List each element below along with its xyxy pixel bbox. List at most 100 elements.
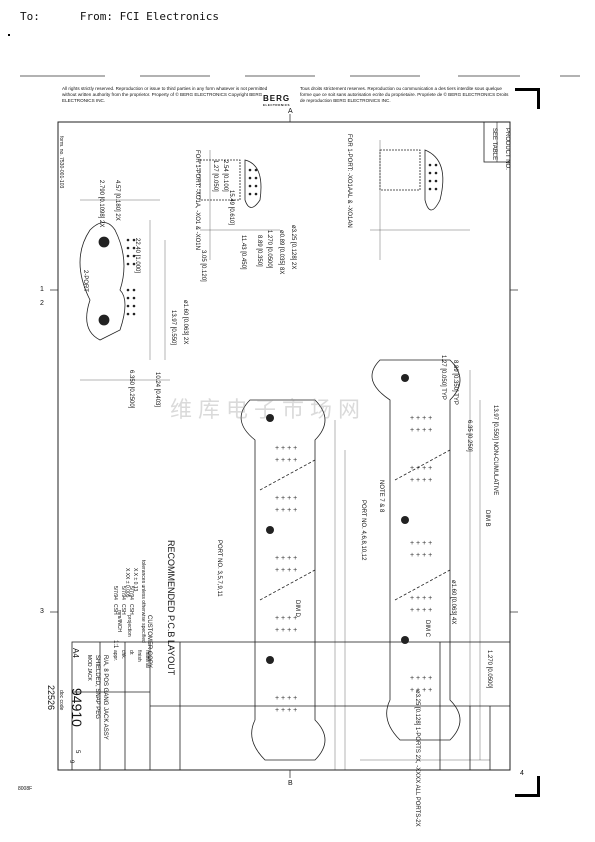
fax-from: From: FCI Electronics: [79, 10, 219, 23]
view-caption-2: FOR 1-PORT: -XO1A, -XO1 & -XO1N: [194, 150, 200, 250]
tb-of: 9: [68, 760, 74, 764]
svg-text:+ + + +: + + + +: [410, 607, 432, 614]
tb-scale: 1:1: [112, 640, 118, 649]
dim-20: 6.35 [0.250]: [466, 420, 472, 452]
dim-2: 2.54 [0.100]: [222, 160, 228, 192]
dim-22: ø1.60 [0.063] 4X: [450, 580, 456, 625]
tb-projection: projection: [126, 615, 132, 637]
corner-mark-bottom: [515, 776, 540, 797]
tb-sheet: 5: [74, 750, 80, 754]
dim-21: 1.270 [0.0500]: [486, 650, 492, 689]
bottom-code: 8008F: [18, 786, 33, 792]
tb-size: A4: [71, 648, 80, 658]
tb-row-appr: appr.: [112, 650, 118, 662]
dim-1: 1.27 [0.050]: [212, 160, 218, 192]
tb-initials-1: CSH: [128, 604, 134, 615]
svg-text:+ + + +: + + + +: [275, 627, 297, 634]
dim-26: NOTE 7 & 8: [378, 480, 384, 513]
svg-text:+ + + +: + + + +: [275, 495, 297, 502]
grid-col-1: 1: [40, 286, 44, 293]
tb-product-family: MOD JACK: [86, 655, 92, 681]
dim-13: ø1.60 [0.063] 2X: [182, 300, 188, 345]
dim-27: ø3.25 [0.128] 1-PORTS 2X, -XXXX ALL PORT…: [414, 690, 420, 827]
svg-text:+ + + +: + + + +: [275, 567, 297, 574]
grid-row-a: A: [288, 108, 293, 115]
tb-tolerance-label: tolerances unless otherwise specified: [140, 560, 146, 643]
product-no-value: SEE TABLE: [491, 128, 497, 161]
tb-date-1: 5/7/94: [128, 586, 134, 600]
product-no-label: PRODUCT NO.: [504, 128, 510, 170]
tb-desc1: R/A, 8 POS GANG JACK ASSY: [102, 655, 108, 740]
view-2port: [79, 222, 126, 341]
svg-text:+ + + +: + + + +: [275, 615, 297, 622]
svg-text:+ + + +: + + + +: [410, 415, 432, 422]
tb-row-chk: chk.: [120, 650, 126, 660]
dim-7: 15.49 [0.610]: [228, 190, 234, 226]
copyright-fr: Tous droits strictement reserves. Reprod…: [300, 86, 509, 103]
dim-16: 3.05 [0.120]: [200, 250, 206, 282]
dim-14: 6.350 [0.2500]: [128, 370, 134, 409]
svg-text:+ + + +: + + + +: [275, 457, 297, 464]
grid-col-2: 2: [40, 300, 44, 307]
svg-text:+ + + +: + + + +: [410, 675, 432, 682]
dim-10: 2.790 [0.1098] 2X: [98, 180, 104, 228]
svg-text:+ + + +: + + + +: [275, 445, 297, 452]
svg-text:+ + + +: + + + +: [275, 707, 297, 714]
svg-text:+ + + +: + + + +: [410, 552, 432, 559]
dim-25: DIM D: [294, 600, 300, 617]
dim-15: 10.24 [0.403]: [154, 372, 160, 408]
grid-col-4: 4: [520, 770, 524, 777]
tb-desc2: SHIELDED, SNAP PEG: [94, 655, 100, 719]
form-number: form. no. 7530-001-103: [58, 136, 64, 189]
dim-12: 13.97 [0.550]: [170, 310, 176, 346]
tb-doc-code-label: doc code: [58, 690, 64, 711]
dim-3: 8.89 [0.350]: [256, 235, 262, 267]
tb-initials-2: CSH: [120, 604, 126, 615]
dim-17: 8.89 [0.350] TYP: [452, 360, 458, 405]
grid-row-b: B: [288, 780, 293, 787]
svg-text:+ + + +: + + + +: [410, 427, 432, 434]
dim-8: 11.43 [0.450]: [240, 235, 246, 270]
dim-9: 4.57 [0.180] 2X: [114, 180, 120, 221]
dim-11: 22.40 [1.000]: [134, 238, 140, 274]
brand-name: BERG: [263, 94, 291, 103]
svg-text:+ + + +: + + + +: [275, 555, 297, 562]
tb-dwg-no: 94910: [69, 688, 85, 727]
dim-19: 13.97 [0.550] NON-CUMULATIVE: [492, 405, 498, 496]
svg-text:+ + + +: + + + +: [410, 465, 432, 472]
tb-date-2: 5/7/94: [120, 586, 126, 600]
dim-6: ø3.25 [0.128] 2X: [290, 225, 296, 270]
tb-row-finish: finish: [136, 650, 142, 662]
view-caption-3: 2-PORT: [82, 270, 88, 292]
svg-text:+ + + +: + + + +: [410, 477, 432, 484]
tb-date-3: 5/7/94: [112, 586, 118, 600]
watermark: 维库电子市场网: [170, 398, 367, 423]
dim-23: DIM B: [484, 510, 490, 527]
tb-title: RECOMMENDED P.C.B LAYOUT: [166, 540, 176, 676]
tb-doc-code-value: 22526: [46, 685, 56, 711]
scan-mark: [8, 34, 10, 36]
dim-18: 1.27 [0.050] TYP: [440, 355, 446, 400]
svg-text:+ + + +: + + + +: [410, 595, 432, 602]
svg-text:+ + + +: + + + +: [275, 507, 297, 514]
dim-4: 1.270 [0.0500]: [266, 230, 272, 269]
corner-mark-top: [515, 88, 540, 109]
svg-text:+ + + +: + + + +: [410, 540, 432, 547]
top-rule: [20, 75, 580, 77]
fax-to: To:: [20, 10, 40, 23]
tb-row-dr: dr.: [128, 650, 134, 656]
brand-sub: ELECTRONICS: [263, 103, 291, 107]
tb-initials-3: CSH: [112, 604, 118, 615]
grid-col-3: 3: [40, 608, 44, 615]
view-caption-5: PORT NO. 3,5,7,9,11: [216, 540, 222, 597]
svg-text:+ + + +: + + + +: [275, 695, 297, 702]
view-caption-1: FOR 1-PORT: -XO1AAL & -XO1AN: [346, 134, 352, 228]
fax-header: To: From: FCI Electronics: [20, 10, 219, 23]
tb-row-material: material: [144, 650, 150, 668]
copyright-en: All rights strictly reserved. Reproducti…: [62, 86, 268, 103]
dim-24: DIM C: [424, 620, 430, 637]
svg-text:+ + + +: + + + +: [410, 687, 432, 694]
view-caption-4: PORT NO. 4,6,8,10,12: [360, 500, 366, 561]
